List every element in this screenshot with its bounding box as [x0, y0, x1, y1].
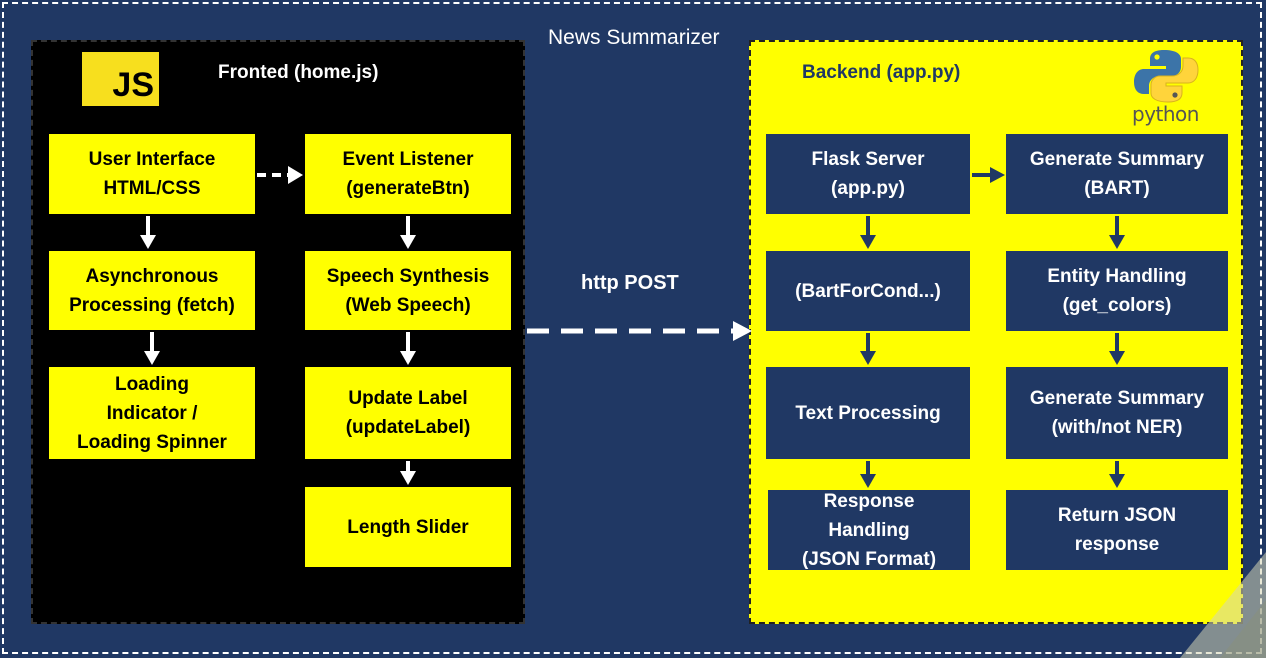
response-handling-box: Response Handling (JSON Format) [768, 490, 970, 570]
entity-handling-box: Entity Handling (get_colors) [1006, 251, 1228, 331]
asynchronous-processing-box: Asynchronous Processing (fetch) [49, 251, 255, 330]
event-listener-box: Event Listener (generateBtn) [305, 134, 511, 214]
frontend-title: Fronted (home.js) [218, 62, 379, 83]
python-logo-text: python [1132, 102, 1199, 126]
speech-synthesis-box: Speech Synthesis (Web Speech) [305, 251, 511, 330]
backend-title: Backend (app.py) [802, 62, 961, 83]
javascript-logo-icon: JS [82, 52, 159, 106]
arrowhead-http-post [733, 321, 752, 341]
length-slider-box: Length Slider [305, 487, 511, 567]
generate-summary-bart-box: Generate Summary (BART) [1006, 134, 1228, 214]
python-logo-icon: python [1128, 46, 1204, 130]
text-processing-box: Text Processing [766, 367, 970, 459]
user-interface-box: User Interface HTML/CSS [49, 134, 255, 214]
diagram-title: News Summarizer [548, 26, 720, 49]
arrowhead-ui-to-event [288, 166, 303, 184]
flask-server-box: Flask Server (app.py) [766, 134, 970, 214]
loading-indicator-box: Loading Indicator / Loading Spinner [49, 367, 255, 459]
http-post-label: http POST [581, 272, 679, 294]
return-json-box: Return JSON response [1006, 490, 1228, 570]
javascript-logo-text: JS [112, 66, 154, 104]
bart-model-box: (BartForCond...) [766, 251, 970, 331]
update-label-box: Update Label (updateLabel) [305, 367, 511, 459]
generate-summary-ner-box: Generate Summary (with/not NER) [1006, 367, 1228, 459]
